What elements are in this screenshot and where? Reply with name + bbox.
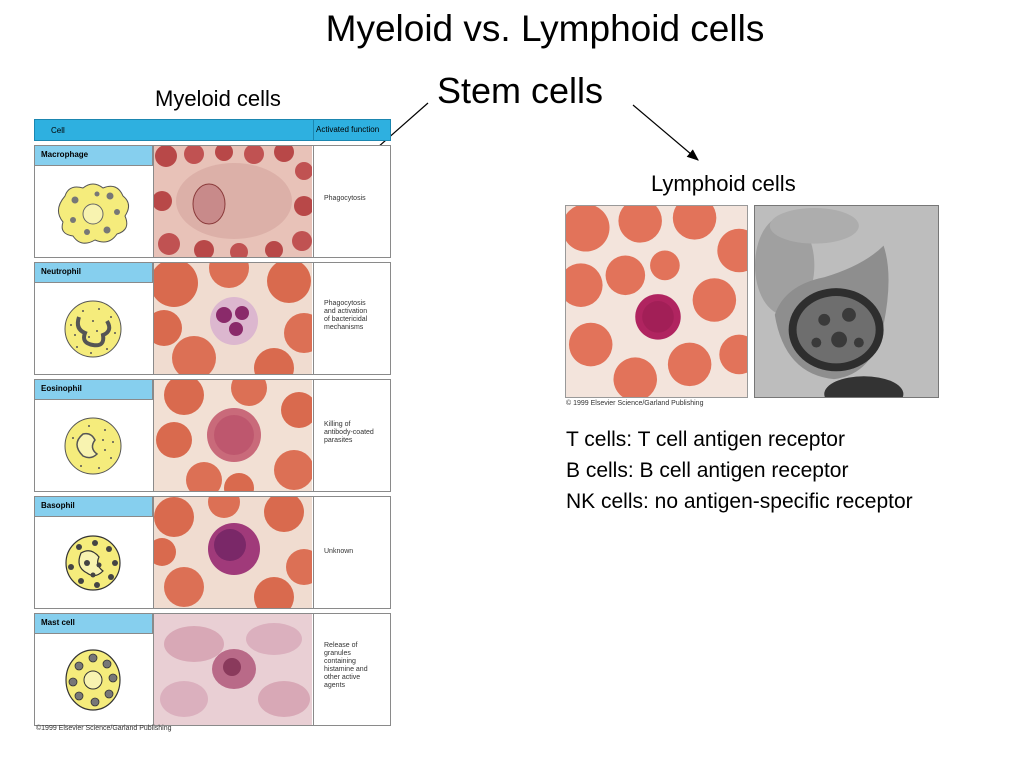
cell-name: Basophil	[35, 497, 153, 517]
table-row-eosinophil: Eosinophil Killing of antibody-coated pa…	[34, 379, 391, 492]
myeloid-copyright: ©1999 Elsevier Science/Garland Publishin…	[36, 725, 172, 732]
lymphocyte-electron-micrograph	[754, 205, 939, 398]
cell-name: Macrophage	[35, 146, 153, 166]
table-header: Cell Activated function	[34, 119, 391, 141]
table-row-mast-cell: Mast cell Release of granules containing…	[34, 613, 391, 726]
mast-cell-drawing	[65, 649, 121, 711]
cell-name: Eosinophil	[35, 380, 153, 400]
header-cell: Cell	[51, 126, 65, 135]
cell-name: Mast cell	[35, 614, 153, 634]
cell-name: Neutrophil	[35, 263, 153, 283]
receptor-line-b-cells: B cells: B cell antigen receptor	[566, 459, 849, 482]
macrophage-drawing	[58, 183, 129, 244]
myeloid-cell-table: Cell Activated function Macrophage Phago…	[34, 119, 391, 726]
eosinophil-drawing	[64, 417, 122, 475]
table-row-macrophage: Macrophage Phagocytosis	[34, 145, 391, 258]
neutrophil-micrograph	[153, 263, 312, 374]
lymphoid-cells-label: Lymphoid cells	[651, 171, 796, 196]
cell-function: Phagocytosis and activation of bacterici…	[313, 263, 390, 374]
cell-function: Phagocytosis	[313, 146, 390, 257]
arrow-to-lymphoid	[632, 104, 699, 161]
cell-function: Killing of antibody-coated parasites	[313, 380, 390, 491]
eosinophil-micrograph	[153, 380, 312, 491]
cell-function: Release of granules containing histamine…	[313, 614, 390, 725]
mast-cell-micrograph	[153, 614, 312, 725]
table-row-basophil: Basophil Unknown	[34, 496, 391, 609]
cell-function: Unknown	[313, 497, 390, 608]
receptor-line-nk-cells: NK cells: no antigen-specific receptor	[566, 490, 913, 513]
header-activated-function: Activated function	[313, 120, 392, 140]
basophil-drawing	[65, 535, 121, 591]
neutrophil-drawing	[64, 300, 122, 358]
receptor-line-t-cells: T cells: T cell antigen receptor	[566, 428, 845, 451]
page-title: Myeloid vs. Lymphoid cells	[325, 8, 765, 49]
basophil-micrograph	[153, 497, 312, 608]
stem-cells-label: Stem cells	[437, 70, 604, 111]
lymphocyte-light-micrograph	[565, 205, 748, 398]
macrophage-micrograph	[153, 146, 312, 257]
lymphoid-copyright: © 1999 Elsevier Science/Garland Publishi…	[566, 400, 704, 407]
table-row-neutrophil: Neutrophil Phagocytosis and activation o…	[34, 262, 391, 375]
myeloid-cells-label: Myeloid cells	[155, 86, 281, 111]
